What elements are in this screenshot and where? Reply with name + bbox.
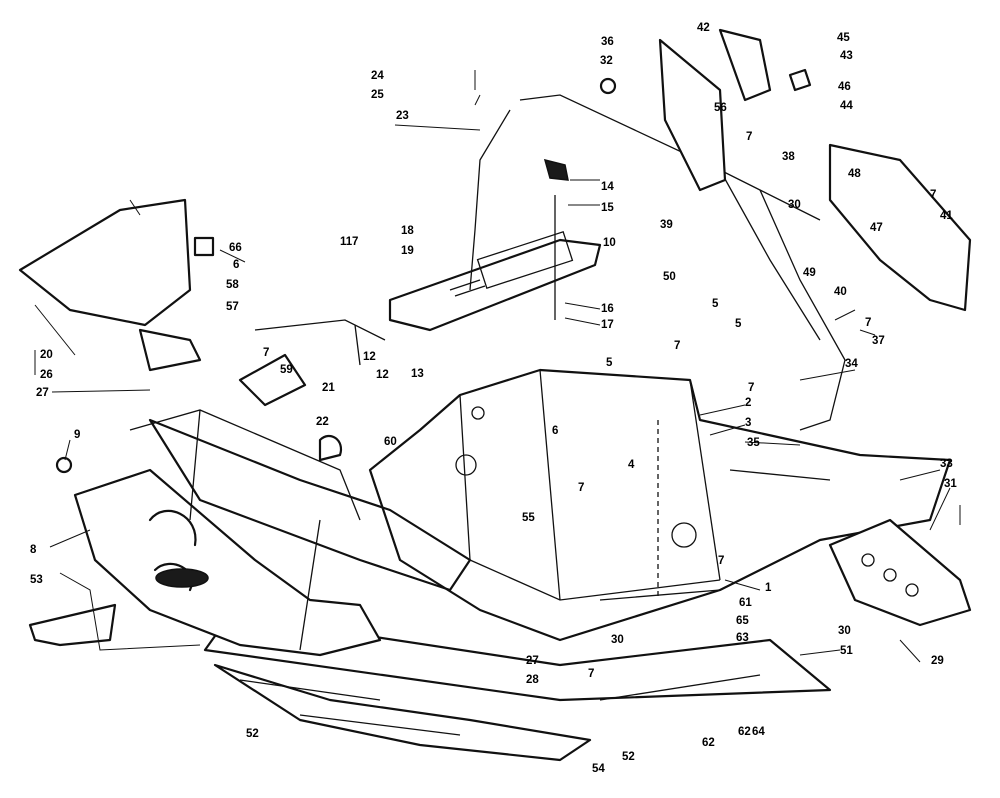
callout-label: 39 <box>660 219 673 231</box>
callout-label: 55 <box>522 512 535 524</box>
main-frame-tunnel <box>368 368 952 642</box>
callout-label: 43 <box>840 50 853 62</box>
callout-label: 7 <box>746 131 752 143</box>
callout-label: 13 <box>411 368 424 380</box>
callout-label: 2 <box>745 397 751 409</box>
callout-label: 50 <box>663 271 676 283</box>
callout-label: 7 <box>930 189 936 201</box>
callout-label: 53 <box>30 574 43 586</box>
callout-label: 62 <box>702 737 715 749</box>
callout-label: 57 <box>226 301 239 313</box>
callout-label: 5 <box>712 298 719 310</box>
callout-label: 32 <box>600 55 613 67</box>
callout-label: 7 <box>578 482 584 494</box>
callout-label: 1 <box>765 582 772 594</box>
callout-label: 54 <box>592 763 605 775</box>
callout-label: 30 <box>611 634 624 646</box>
callout-label: 18 <box>401 225 414 237</box>
callout-label: 22 <box>316 416 329 428</box>
callout-label: 20 <box>40 349 53 361</box>
callout-label: 64 <box>752 726 765 738</box>
callout-label: 16 <box>601 303 614 315</box>
callout-label: 8 <box>30 544 37 556</box>
hardware-small-parts <box>55 68 812 600</box>
callout-label: 14 <box>601 181 614 193</box>
callout-label: 37 <box>872 335 885 347</box>
callout-label: 7 <box>674 340 680 352</box>
callout-label: 35 <box>747 437 760 449</box>
callout-label: 56 <box>714 102 727 114</box>
callout-label: 6 <box>233 259 239 271</box>
lower-hood-shape <box>28 603 117 647</box>
callout-label: 62 <box>738 726 751 738</box>
callout-label: 30 <box>838 625 851 637</box>
callout-label: 60 <box>384 436 397 448</box>
callout-label: 52 <box>246 728 259 740</box>
callout-label: 9 <box>74 429 80 441</box>
right-side-panel <box>658 28 972 312</box>
callout-label: 27 <box>36 387 49 399</box>
callout-label: 6 <box>552 425 558 437</box>
callout-label: 21 <box>322 382 335 394</box>
callout-label: 46 <box>838 81 851 93</box>
callout-label: 47 <box>870 222 883 234</box>
callout-label: 48 <box>848 168 861 180</box>
callout-label: 25 <box>371 89 384 101</box>
callout-label: 7 <box>865 317 871 329</box>
callout-label: 5 <box>735 318 742 330</box>
callout-label: 34 <box>845 358 858 370</box>
callout-label: 27 <box>526 655 539 667</box>
callout-label: 51 <box>840 645 853 657</box>
callout-label: 10 <box>603 237 616 249</box>
callout-label: 3 <box>745 417 751 429</box>
callout-label: 36 <box>601 36 614 48</box>
callout-label: 52 <box>622 751 635 763</box>
callout-label: 7 <box>718 555 724 567</box>
callout-label: 11 <box>340 236 353 248</box>
callout-label: 7 <box>263 347 269 359</box>
callout-label: 17 <box>601 319 614 331</box>
callout-label: 66 <box>229 242 242 254</box>
callout-label: 38 <box>782 151 795 163</box>
callout-label: 12 <box>363 351 376 363</box>
callout-label: 19 <box>401 245 414 257</box>
callout-label: 30 <box>788 199 801 211</box>
callout-label: 7 <box>352 236 358 248</box>
leader-lines <box>34 70 961 663</box>
front-spindle-mount <box>18 198 215 372</box>
callout-label: 41 <box>940 210 953 222</box>
callout-label: 44 <box>840 100 853 112</box>
callout-label: 7 <box>588 668 594 680</box>
callout-label: 26 <box>40 369 53 381</box>
front-bumper-loop <box>73 409 472 657</box>
callout-label: 24 <box>371 70 384 82</box>
callout-label: 40 <box>834 286 847 298</box>
callout-label: 15 <box>601 202 614 214</box>
callout-label: 45 <box>837 32 850 44</box>
callout-label: 7 <box>748 382 754 394</box>
callout-label: 61 <box>739 597 752 609</box>
callout-label: 49 <box>803 267 816 279</box>
rear-skid-plate <box>828 518 972 627</box>
steering-post-bars <box>469 94 846 431</box>
callout-label: 65 <box>736 615 749 627</box>
callout-label: 28 <box>526 674 539 686</box>
callout-label: 5 <box>606 357 613 369</box>
callout-label: 29 <box>931 655 944 667</box>
callout-label: 42 <box>697 22 710 34</box>
callout-label: 31 <box>944 478 957 490</box>
callout-label: 33 <box>940 458 953 470</box>
callout-label: 59 <box>280 364 293 376</box>
callout-label: 23 <box>396 110 409 122</box>
callout-label: 12 <box>376 369 389 381</box>
callout-label: 58 <box>226 279 239 291</box>
console-panel <box>388 231 602 332</box>
callout-label: 4 <box>628 459 635 471</box>
callout-label: 63 <box>736 632 749 644</box>
